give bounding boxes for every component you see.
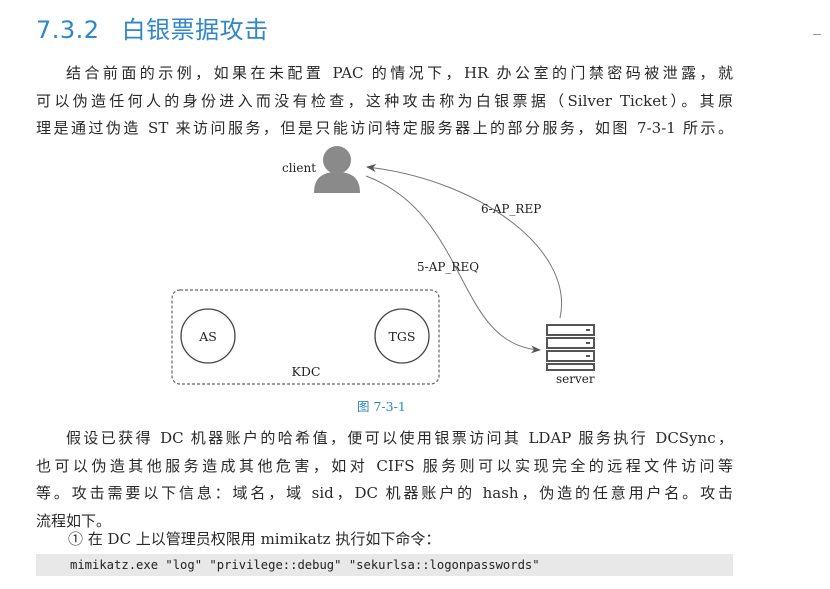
figure-caption: 图 7-3-1 xyxy=(357,399,406,414)
step-one-text: ① 在 DC 上以管理员权限用 mimikatz 执行如下命令： xyxy=(68,530,441,548)
attack-paragraph: 假设已获得 DC 机器账户的哈希值，便可以使用银票访问其 LDAP 服务执行 D… xyxy=(36,425,733,535)
section-title: 白银票据攻击 xyxy=(121,16,269,44)
ap-req-arrow xyxy=(365,175,541,354)
section-heading: 7.3.2 白银票据攻击 xyxy=(36,10,269,45)
paragraph-line: 结合前面的示例，如果在未配置 PAC 的情况下，HR 办公室的门禁密码被泄露，就 xyxy=(66,64,733,82)
tgs-circle xyxy=(374,308,430,364)
ap-req-label: 5-AP_REQ xyxy=(417,260,479,274)
paragraph-line: 等。攻击需要以下信息：域名，域 sid，DC 机器账户的 hash，伪造的任意用… xyxy=(36,484,733,502)
paragraph-line: 可以伪造任何人的身份进入而没有检查，这种攻击称为白银票据（Silver Tick… xyxy=(36,91,733,110)
paragraph-line: 流程如下。 xyxy=(36,511,112,530)
as-circle xyxy=(180,308,236,364)
margin-mark xyxy=(813,34,821,35)
section-number: 7.3.2 xyxy=(36,16,100,44)
kdc-box xyxy=(171,289,440,385)
code-block: mimikatz.exe "log" "privilege::debug" "s… xyxy=(36,554,733,576)
tgs-label: TGS xyxy=(389,329,416,344)
ap-rep-label: 6-AP_REP xyxy=(481,202,541,216)
server-icon xyxy=(546,324,595,371)
paragraph-line: 理是通过伪造 ST 来访问服务，但是只能访问特定服务器上的部分服务，如图 7-3… xyxy=(36,119,733,137)
server-label: server xyxy=(556,372,595,386)
client-label: client xyxy=(282,161,316,175)
client-user-icon xyxy=(314,146,360,193)
ap-rep-arrow xyxy=(366,164,562,319)
as-label: AS xyxy=(198,329,217,344)
paragraph-line: 也可以伪造其他服务造成其他危害，如对 CIFS 服务则可以实现完全的远程文件访问… xyxy=(36,456,733,475)
intro-paragraph: 结合前面的示例，如果在未配置 PAC 的情况下，HR 办公室的门禁密码被泄露，就… xyxy=(36,60,733,143)
paragraph-line: 假设已获得 DC 机器账户的哈希值，便可以使用银票访问其 LDAP 服务执行 D… xyxy=(66,429,733,447)
kdc-label: KDC xyxy=(292,364,321,379)
